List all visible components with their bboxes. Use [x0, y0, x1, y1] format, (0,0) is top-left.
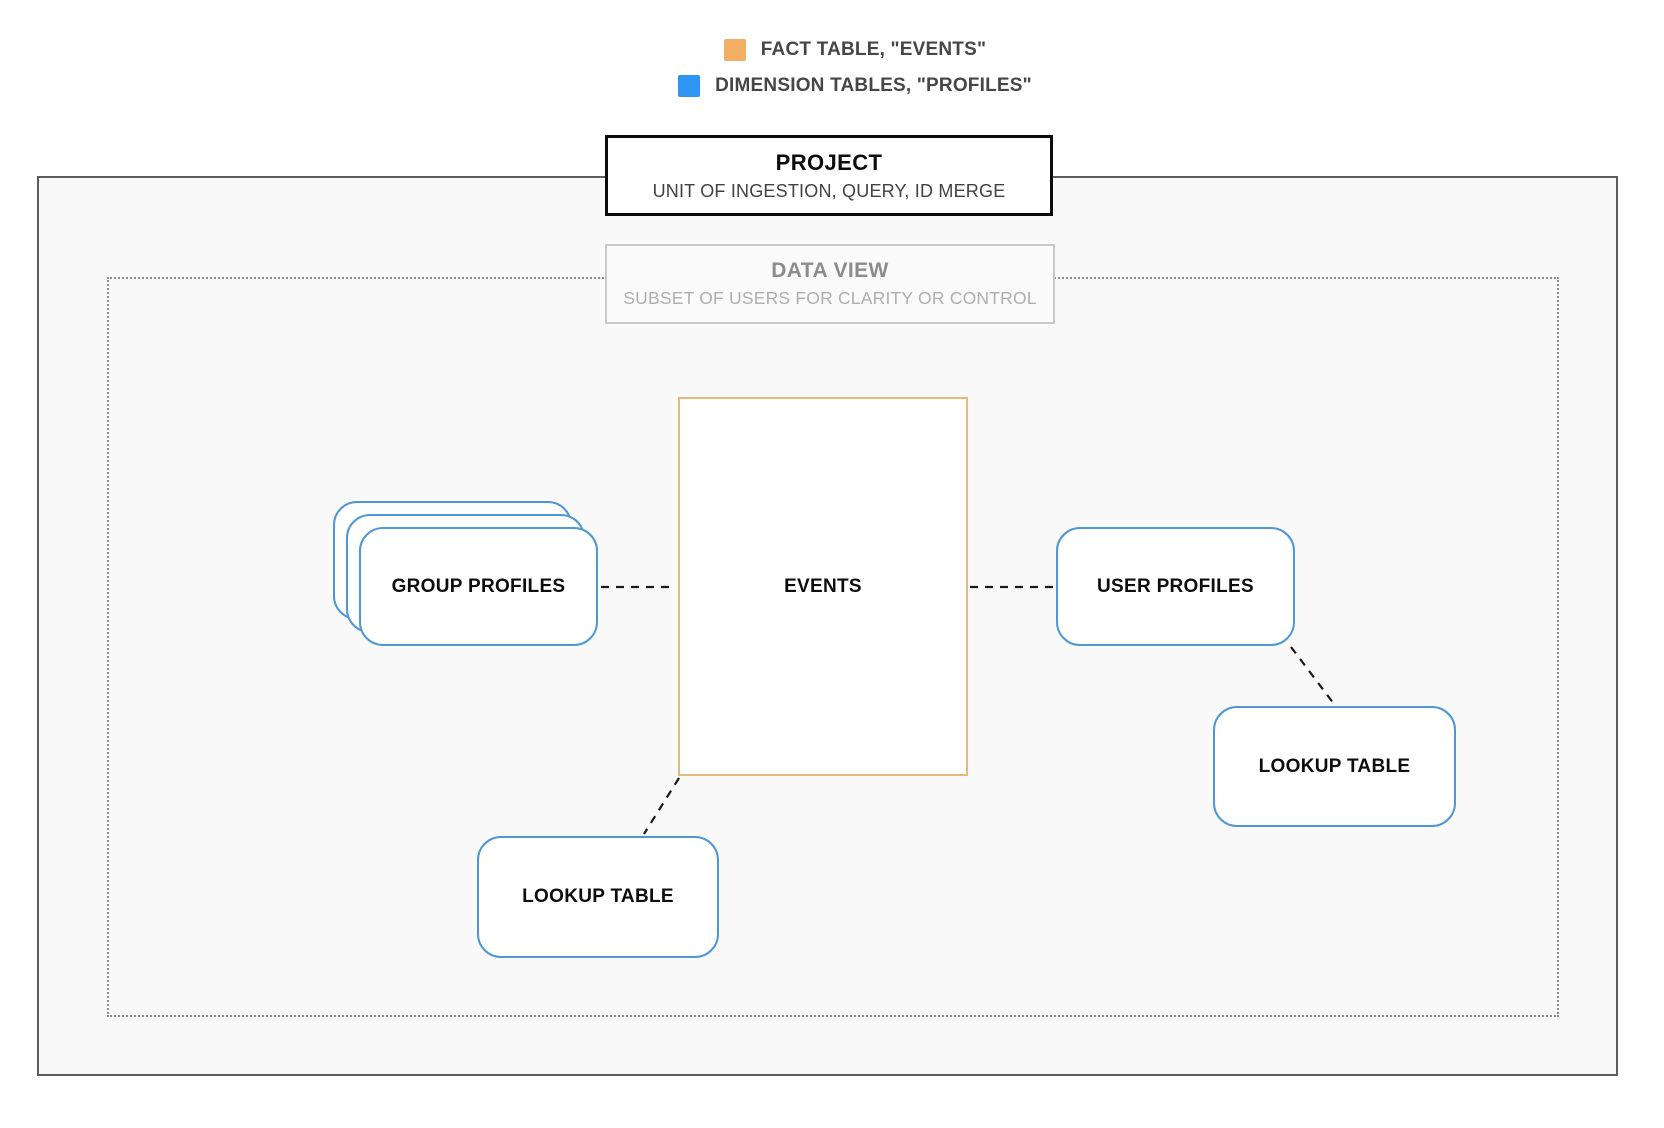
data-view-subtitle: SUBSET OF USERS FOR CLARITY OR CONTROL [623, 288, 1037, 308]
lookup-table-bottom-label: LOOKUP TABLE [522, 886, 674, 907]
lookup-table-right-node: LOOKUP TABLE [1213, 706, 1456, 827]
legend-item-dimension-tables: DIMENSION TABLES, "PROFILES" [678, 75, 1032, 97]
events-label: EVENTS [784, 575, 862, 597]
fact-table-color-swatch-icon [723, 39, 746, 61]
lookup-table-right-label: LOOKUP TABLE [1258, 755, 1411, 777]
legend-label-fact-table: FACT TABLE, "EVENTS" [760, 39, 987, 60]
data-view-header-box: DATA VIEW SUBSET OF USERS FOR CLARITY OR… [605, 244, 1055, 324]
legend-item-fact-table: FACT TABLE, "EVENTS" [723, 39, 987, 61]
legend: FACT TABLE, "EVENTS" DIMENSION TABLES, "… [23, 39, 1664, 97]
group-profiles-label: GROUP PROFILES [391, 575, 566, 597]
events-fact-table-node: EVENTS [678, 397, 968, 776]
project-subtitle: UNIT OF INGESTION, QUERY, ID MERGE [652, 180, 1006, 201]
lookup-table-bottom-node: LOOKUP TABLE [477, 836, 719, 958]
project-header-box: PROJECT UNIT OF INGESTION, QUERY, ID MER… [605, 135, 1053, 216]
data-view-title: DATA VIEW [771, 259, 889, 282]
legend-label-dimension-tables: DIMENSION TABLES, "PROFILES" [715, 75, 1032, 96]
user-profiles-label: USER PROFILES [1097, 575, 1254, 597]
project-title: PROJECT [775, 149, 883, 175]
dimension-tables-color-swatch-icon [678, 75, 701, 97]
group-profiles-node: GROUP PROFILES [359, 527, 598, 646]
user-profiles-node: USER PROFILES [1056, 527, 1295, 646]
